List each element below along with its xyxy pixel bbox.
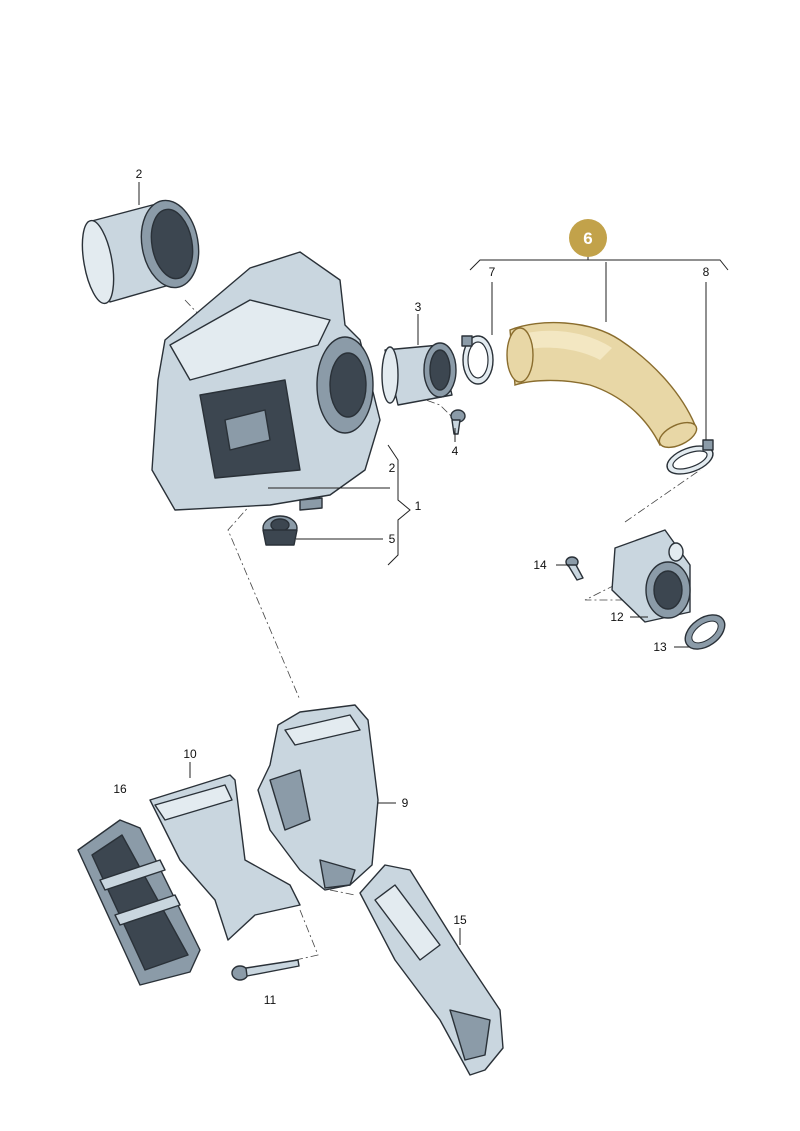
- part-label-16: 16: [113, 782, 127, 796]
- part-label-8: 8: [703, 265, 710, 279]
- screw-4[interactable]: [450, 409, 466, 435]
- air-filter-housing[interactable]: [151, 251, 381, 511]
- part-label-13: 13: [653, 640, 667, 654]
- filter-panel-16[interactable]: [77, 819, 201, 986]
- leader-lines: [138, 182, 690, 945]
- part-label-5: 5: [389, 532, 396, 546]
- intake-adapter[interactable]: [381, 342, 457, 406]
- hose-clamp-7[interactable]: [461, 335, 494, 385]
- part-label-4: 4: [452, 444, 459, 458]
- part-label-15: 15: [453, 913, 467, 927]
- filter-cylinder[interactable]: [77, 196, 205, 306]
- rubber-mount-5[interactable]: [262, 515, 298, 546]
- intake-hose-6[interactable]: [506, 321, 700, 453]
- part-label-3: 3: [415, 300, 422, 314]
- part-label-9: 9: [402, 796, 409, 810]
- maf-sensor-12[interactable]: [611, 529, 691, 623]
- callout-badge[interactable]: 6: [569, 219, 607, 257]
- part-label-2-housing: 2: [389, 461, 396, 475]
- bolt-14[interactable]: [565, 556, 584, 581]
- assembly-line-hose-to-maf: [624, 469, 701, 523]
- air-duct-9[interactable]: [257, 704, 379, 891]
- part-label-1: 1: [415, 499, 422, 513]
- duct-cover-10[interactable]: [149, 774, 301, 941]
- bolt-11[interactable]: [231, 959, 300, 981]
- seal-ring-13[interactable]: [679, 608, 731, 656]
- part-labels: 2 3 7 8 4 2 1 5 14 12 13 10 16 9 15 11: [113, 167, 709, 1007]
- assembly-line-bolt-11: [259, 909, 319, 969]
- part-label-12: 12: [610, 610, 624, 624]
- part-label-14: 14: [533, 558, 547, 572]
- part-label-11: 11: [264, 993, 277, 1007]
- callout-badge-label: 6: [583, 229, 592, 248]
- lower-cover-15[interactable]: [359, 864, 504, 1076]
- part-label-2-top: 2: [136, 167, 143, 181]
- assembly-line-duct-to-cover: [329, 889, 356, 896]
- part-label-10: 10: [183, 747, 197, 761]
- hose-clamp-8[interactable]: [663, 439, 716, 479]
- assembly-line-screw-4: [411, 394, 456, 421]
- part-label-7: 7: [489, 265, 496, 279]
- callout-bracket: [469, 250, 729, 440]
